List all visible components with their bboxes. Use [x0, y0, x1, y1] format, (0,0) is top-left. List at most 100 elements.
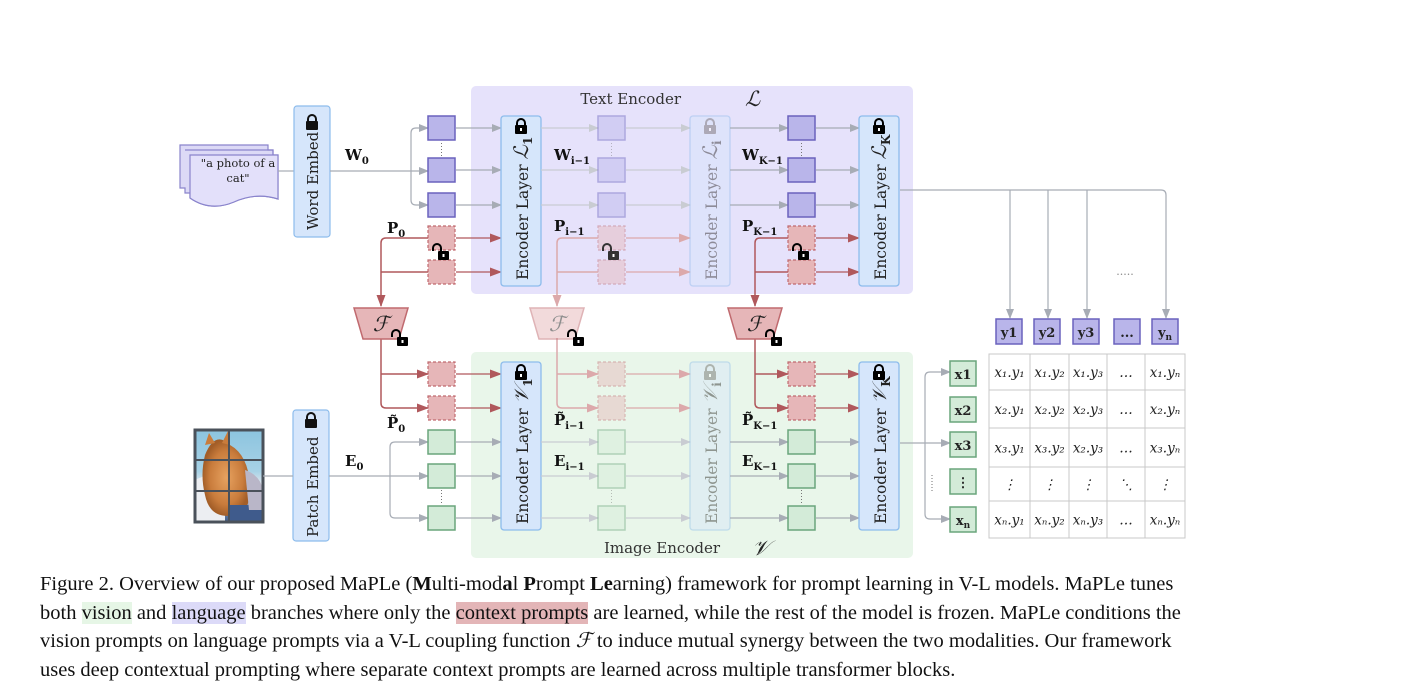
text-feature-3: y3	[1073, 319, 1099, 344]
caption-line-4: uses deep contextual prompting where sep…	[40, 656, 1370, 684]
text-token	[598, 193, 625, 217]
image-encoder-title: Image Encoder	[604, 539, 721, 557]
text-input-document: "a photo of a cat"	[180, 145, 278, 206]
text-token	[598, 158, 625, 182]
E0-label: E0	[345, 452, 363, 473]
text-feature-5: yn	[1152, 319, 1178, 344]
prompt-token	[428, 362, 455, 386]
svg-text:E0: E0	[345, 452, 363, 473]
image-token	[428, 506, 455, 530]
text-token	[428, 158, 455, 182]
text-features-ellipsis: .....	[1116, 265, 1133, 278]
image-token	[598, 506, 625, 530]
text-encoder-title: Text Encoder	[580, 90, 681, 108]
matrix-cell: x₂.yₙ	[1150, 402, 1180, 418]
image-feature-1: x1	[950, 361, 976, 386]
figure-caption: Figure 2. Overview of our proposed MaPLe…	[40, 570, 1370, 684]
prompt-token	[598, 362, 625, 386]
matrix-cell: x₂.y₃	[1073, 441, 1103, 457]
image-token	[598, 464, 625, 488]
matrix-cell: ⋮	[1003, 477, 1017, 493]
matrix-cell: x₁.yₙ	[1150, 365, 1180, 381]
text-input-line2: cat"	[226, 171, 249, 185]
text-feature-connectors	[900, 190, 1166, 318]
caption-line-2: both vision and language branches where …	[40, 599, 1370, 628]
matrix-cell: x₁.y₁	[994, 365, 1024, 381]
image-token	[788, 464, 815, 488]
svg-text:P̃0: P̃0	[387, 414, 405, 435]
matrix-cell: x₃.yₙ	[1150, 441, 1180, 457]
matrix-cell: x₂.y₃	[1073, 402, 1103, 418]
image-feature-3: x3	[950, 432, 976, 457]
prompt-token	[598, 396, 625, 420]
highlight-language: language	[172, 602, 246, 624]
text-input-line1: "a photo of a	[201, 156, 276, 170]
text-encoder-layer-K: Encoder Layer ℒK	[859, 116, 899, 286]
prompt-token	[788, 362, 815, 386]
P0-tilde-label: P̃0	[387, 414, 405, 435]
text-encoder-layer-i: Encoder Layer ℒi	[690, 116, 730, 286]
maple-architecture-diagram: Text Encoder ℒ Image Encoder 𝒱 "a photo …	[0, 0, 1404, 560]
matrix-cell: …	[1119, 441, 1133, 457]
prompt-token	[428, 396, 455, 420]
matrix-cell: ⋮	[1043, 477, 1057, 493]
image-feature-label: x1	[955, 368, 972, 383]
text-encoder-layer-1: Encoder Layer ℒ1	[501, 116, 541, 286]
matrix-cell: ⋮	[1158, 477, 1172, 493]
text-token	[598, 116, 625, 140]
matrix-cell: …	[1119, 365, 1133, 381]
matrix-cell: xₙ.yₙ	[1150, 513, 1180, 529]
highlight-vision: vision	[82, 602, 132, 624]
prompt-token	[788, 396, 815, 420]
patch-embed-label: Patch Embed	[304, 436, 322, 537]
svg-text:W0: W0	[344, 146, 369, 167]
prompt-token	[428, 260, 455, 284]
P0-label: P0	[387, 219, 405, 240]
caption-line-3: vision prompts on language prompts via a…	[40, 627, 1370, 656]
text-feature-label: y3	[1077, 326, 1095, 341]
text-token	[788, 116, 815, 140]
matrix-cell: …	[1119, 402, 1133, 418]
W0-label: W0	[344, 146, 369, 167]
image-feature-label: x3	[955, 439, 972, 454]
matrix-cell: ⋱	[1119, 477, 1133, 493]
matrix-cell: x₂.y₂	[1034, 402, 1064, 418]
text-token	[788, 193, 815, 217]
matrix-cell: xₙ.y₃	[1073, 513, 1103, 529]
text-feature-1: y1	[996, 319, 1022, 344]
text-token	[428, 116, 455, 140]
image-encoder-layer-K: Encoder Layer 𝒱K	[859, 362, 899, 530]
text-feature-label: ...	[1120, 326, 1134, 341]
text-feature-4: ...	[1114, 319, 1140, 344]
text-feature-label: y1	[1000, 326, 1018, 341]
matrix-cell: ⋮	[1081, 477, 1095, 493]
image-encoder-layer-i: Encoder Layer 𝒱i	[690, 362, 730, 530]
matrix-cell: xₙ.y₂	[1034, 513, 1064, 529]
image-feature-2: x2	[950, 397, 976, 422]
text-token	[788, 158, 815, 182]
matrix-cell: x₃.y₂	[1034, 441, 1064, 457]
image-token	[428, 464, 455, 488]
text-token	[428, 193, 455, 217]
text-feature-2: y2	[1034, 319, 1060, 344]
image-token	[788, 506, 815, 530]
prompt-token	[788, 260, 815, 284]
image-feature-label: x2	[955, 404, 972, 419]
image-feature-label: ⋮	[957, 476, 970, 491]
input-cat-image	[195, 430, 263, 522]
image-token	[598, 430, 625, 454]
text-encoder-symbol: ℒ	[745, 87, 761, 111]
svg-text:P0: P0	[387, 219, 405, 240]
image-token	[788, 430, 815, 454]
matrix-cell: x₂.y₁	[994, 402, 1024, 418]
word-embed-label: Word Embed	[304, 131, 322, 230]
image-encoder-layer-1: Encoder Layer 𝒱1	[501, 362, 541, 530]
matrix-cell: x₁.y₂	[1034, 365, 1064, 381]
matrix-cell: xₙ.y₁	[994, 513, 1024, 529]
matrix-cell: x₁.y₃	[1073, 365, 1103, 381]
text-feature-label: y2	[1038, 326, 1056, 341]
prompt-token	[598, 260, 625, 284]
image-feature-4: ⋮	[950, 469, 976, 494]
matrix-cell: …	[1119, 513, 1133, 529]
